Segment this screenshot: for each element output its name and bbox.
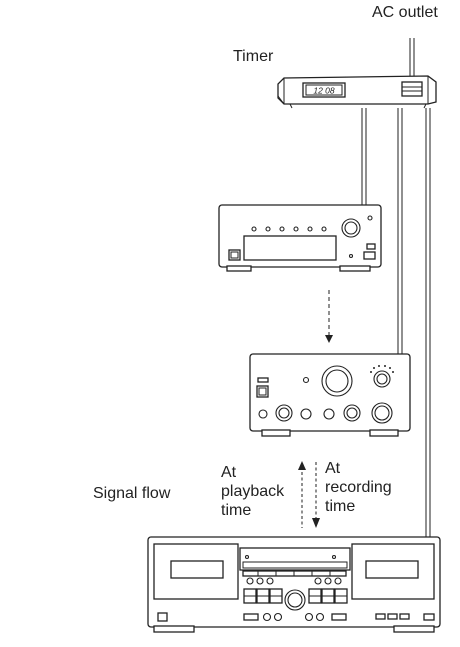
timer-switch bbox=[401, 81, 423, 97]
timer-display bbox=[302, 82, 346, 98]
recording-line-2: recording bbox=[325, 479, 392, 496]
signal-flow-label: Signal flow bbox=[93, 485, 171, 502]
amp-foot-right bbox=[369, 429, 399, 437]
amplifier-device bbox=[249, 353, 411, 437]
amp-power-button bbox=[256, 385, 269, 398]
timer-device: 12 08 bbox=[277, 75, 437, 109]
cd-foot-right bbox=[339, 265, 371, 272]
cd-foot-left bbox=[226, 265, 252, 272]
deck-foot-left bbox=[153, 625, 195, 633]
timer-label: Timer bbox=[233, 48, 274, 65]
recording-line-3: time bbox=[325, 498, 356, 515]
deck-foot-right bbox=[393, 625, 435, 633]
amp-foot-left bbox=[261, 429, 291, 437]
playback-line-2: playback bbox=[221, 483, 285, 500]
deck-power-button bbox=[157, 612, 168, 622]
playback-line-1: At bbox=[221, 464, 237, 481]
arrow-cd-to-amp bbox=[325, 290, 333, 343]
recording-arrow bbox=[312, 462, 320, 528]
recording-line-1: At bbox=[325, 460, 341, 477]
cd-player-device bbox=[218, 204, 382, 272]
playback-arrow bbox=[298, 461, 306, 528]
cd-tray bbox=[243, 235, 337, 261]
playback-line-3: time bbox=[221, 502, 252, 519]
ac-outlet-label: AC outlet bbox=[372, 4, 438, 21]
cd-power-button bbox=[228, 249, 241, 261]
ac-power-cord bbox=[409, 38, 415, 80]
power-wires bbox=[361, 108, 431, 537]
deck-center-panel bbox=[239, 547, 351, 571]
recording-time-label: At recording time bbox=[325, 459, 392, 516]
cassette-deck-device bbox=[147, 536, 441, 633]
playback-time-label: At playback time bbox=[221, 463, 284, 520]
timer-display-text: 12 08 bbox=[313, 86, 335, 96]
